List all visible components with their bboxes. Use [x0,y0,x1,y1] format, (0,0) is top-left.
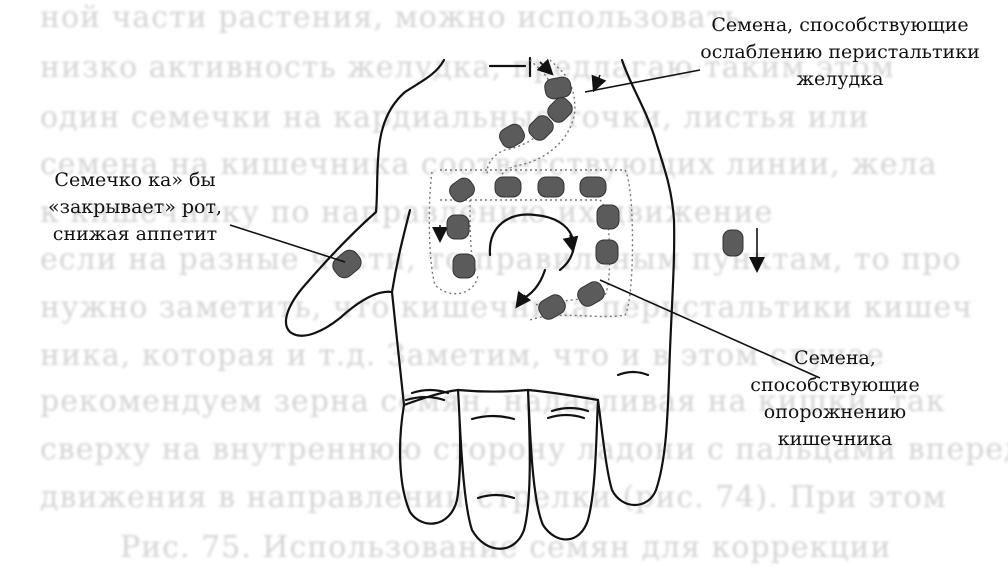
seed [453,254,475,278]
label-bowel-seeds: Семена, способствующие опорожнению кишеч… [720,345,950,453]
seed [497,121,528,150]
finger-crease [478,495,514,498]
leader-line-stomach [585,70,700,92]
seed [575,279,608,309]
label-line: кишечника [720,426,950,453]
seed [580,177,606,197]
finger-crease [618,372,648,375]
seed [495,177,521,197]
seed [538,177,564,197]
finger-contour [458,390,528,392]
label-line: опорожнению [720,399,950,426]
palm-crease [490,215,574,270]
label-line: «закрывает» рот, [20,194,250,221]
label-line: желудка [690,66,990,93]
label-line: способствующие [720,372,950,399]
finger-contour [528,390,598,400]
label-appetite-seed: Семечко ка» бы «закрывает» рот, снижая а… [20,167,250,248]
label-line: ослаблению перистальтики [690,39,990,66]
label-stomach-seeds: Семена, способствующие ослаблению перист… [690,12,990,93]
thumb-inner-line [392,210,410,292]
finger-crease [472,416,514,419]
seed [447,215,469,239]
flow-arrow [540,62,548,70]
flow-arrow [596,75,600,85]
label-line: Семена, [720,345,950,372]
seed [596,240,618,264]
wrist-mark [490,58,530,76]
label-line: снижая аппетит [20,221,250,248]
finger-crease [548,408,588,418]
seed [597,205,619,229]
label-line: Семена, способствующие [690,12,990,39]
hand-outline [286,60,674,549]
label-line: Семечко ка» бы [20,167,250,194]
finger-crease [406,390,448,400]
legend-seed [723,230,743,256]
